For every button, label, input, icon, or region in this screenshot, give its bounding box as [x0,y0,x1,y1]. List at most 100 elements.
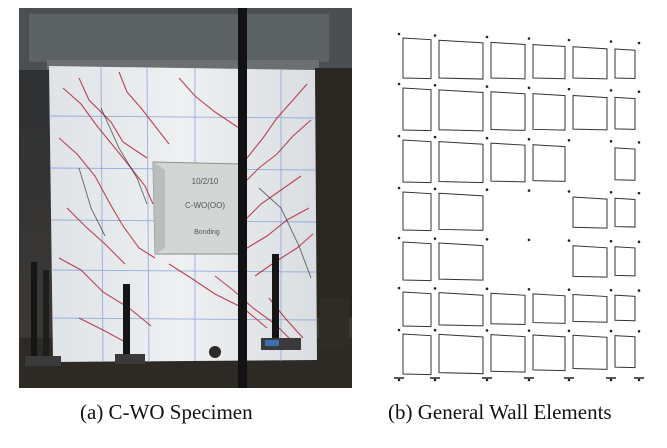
mesh-node [433,83,437,87]
mesh-node [397,32,401,36]
mesh-node [433,378,437,382]
mesh-node [637,41,641,45]
wall-element [402,139,432,184]
wall-element [572,245,608,278]
mesh-node [567,138,571,142]
mesh-node [485,136,489,140]
mesh-node [397,328,401,332]
wall-element [490,334,526,373]
mesh-node [637,240,641,244]
caption-wall-elements: (b) General Wall Elements [388,400,612,424]
wall-element [614,294,636,322]
wall-element [532,44,566,80]
specimen-photo: 10/2/10 C-WO(OO) Bonding [19,8,352,388]
mesh-node [609,378,613,382]
loading-beam-flange [47,60,319,70]
dark-cracks [78,107,312,279]
mesh-node [637,141,641,144]
mesh-node [637,289,641,292]
wall-element [490,142,526,183]
wall-element [438,141,484,184]
mesh-node [609,190,613,194]
mesh-node [609,288,613,292]
mesh-node [567,329,571,333]
wall-element [490,292,526,326]
mesh-node [527,189,531,192]
wall-element [614,335,636,369]
wall-element [402,241,432,282]
mesh-node [527,137,531,141]
mesh-node [609,329,613,333]
mesh-node [433,287,437,290]
mesh-node [485,329,489,332]
mesh-node [397,378,401,382]
mesh-node [567,288,571,292]
wall-element [402,291,432,328]
mesh-node [637,378,641,382]
mesh-node [567,190,571,193]
wall-elements-mesh [394,32,644,382]
wall-element [490,91,526,131]
wall-element [572,293,608,323]
wall-element [402,333,432,376]
mesh-node [527,378,531,382]
mesh-node [485,35,489,39]
opening-reveal [153,162,165,254]
caption-specimen: (a) C-WO Specimen [80,400,253,424]
wall-element [572,196,608,229]
mesh-node [567,378,571,382]
mesh-node [609,140,613,143]
reaction-frame [315,68,352,318]
mesh-node [397,82,401,86]
mesh-node [485,237,489,241]
wall-element [614,246,636,277]
mesh-node [397,236,401,240]
loading-beam-face [29,14,329,62]
mesh-node [527,86,531,90]
mesh-node [637,90,641,94]
mesh-node [567,38,571,42]
mesh-node [433,187,437,191]
opening-note-2: C-WO(OO) [185,201,225,210]
wall-element [438,39,484,80]
wall-element [402,191,432,232]
wall-element [572,46,608,80]
anchor-bolts [25,254,301,366]
wall-element [532,293,566,324]
wall-element [402,37,432,80]
mesh-node [609,239,613,243]
wall-element [438,89,484,132]
mesh-node [397,186,401,190]
wall-element [572,95,608,131]
wall-element [614,147,636,181]
mesh-node [433,135,437,139]
mesh-node [567,87,571,91]
mesh-node [433,328,437,332]
mesh-node [485,287,489,291]
opening-note-1: 10/2/10 [192,177,219,186]
mesh-node [527,329,531,332]
mesh-node [397,134,401,138]
mesh-node [637,191,641,195]
steel-rod [238,8,247,388]
wall-element [490,41,526,80]
mesh-node [637,329,641,333]
wall-element [532,334,566,372]
floor-equipment [319,298,349,348]
wall-element [438,333,484,375]
wall-element [532,93,566,131]
mesh-node [433,34,437,37]
wall-element [438,192,484,231]
mesh-node [527,238,531,242]
wall-element [532,144,566,182]
wall-element [614,48,636,79]
wall-element [438,292,484,327]
mesh-node [485,378,489,382]
mesh-node [485,85,489,88]
wall-element [402,87,432,132]
wall-element [614,96,636,130]
mesh-node [527,37,531,40]
mesh-node [567,239,571,242]
wall-element [572,334,608,370]
mesh-node [527,287,531,291]
